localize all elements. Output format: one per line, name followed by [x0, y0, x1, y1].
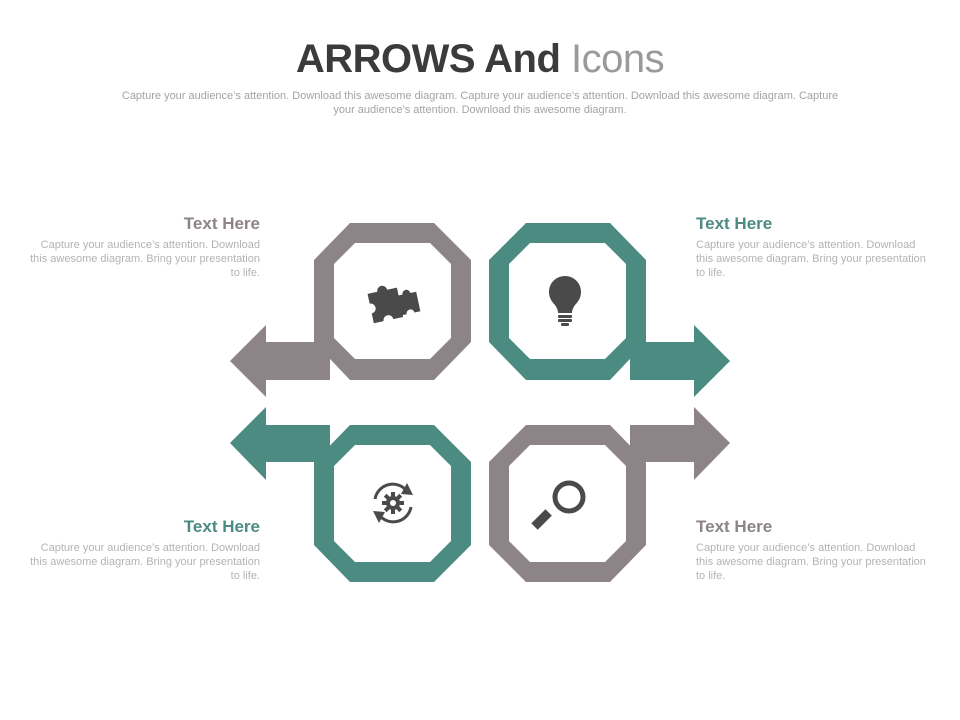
label-bottom-right-heading: Text Here	[696, 517, 773, 536]
page-title: ARROWS And Icons	[0, 34, 960, 84]
shape-top-right	[489, 223, 730, 397]
label-top-right-heading: Text Here	[696, 214, 773, 233]
label-top-right-body: Capture your audience’s attention. Downl…	[696, 239, 926, 279]
arrow-left-top	[230, 325, 330, 397]
shape-top-left	[230, 223, 471, 397]
label-bottom-left-heading: Text Here	[183, 517, 260, 536]
gear-refresh-icon	[373, 482, 413, 524]
arrow-right-bottom	[630, 407, 730, 480]
subtitle: Capture your audience’s attention. Downl…	[121, 90, 839, 116]
label-bottom-right: Text Here Capture your audience’s attent…	[696, 516, 926, 583]
label-top-left-heading: Text Here	[183, 214, 260, 233]
title-block: ARROWS And Icons	[0, 34, 960, 84]
title-light: Icons	[571, 37, 665, 81]
arrow-right-top	[630, 325, 730, 397]
magnifier-icon	[531, 480, 586, 530]
label-bottom-left-body: Capture your audience’s attention. Downl…	[30, 542, 260, 582]
lightbulb-icon	[549, 276, 581, 326]
label-top-left: Text Here Capture your audience’s attent…	[30, 213, 260, 280]
label-bottom-right-body: Capture your audience’s attention. Downl…	[696, 542, 926, 582]
puzzle-icon	[367, 285, 421, 324]
label-bottom-left: Text Here Capture your audience’s attent…	[30, 516, 260, 583]
title-bold: ARROWS And	[295, 37, 561, 81]
shape-bottom-left	[230, 407, 471, 582]
octagon-bottom-right-inner	[509, 445, 626, 562]
label-top-right: Text Here Capture your audience’s attent…	[696, 213, 926, 280]
label-top-left-body: Capture your audience’s attention. Downl…	[30, 239, 260, 279]
shape-bottom-right	[489, 407, 730, 582]
arrow-left-bottom	[230, 407, 330, 480]
